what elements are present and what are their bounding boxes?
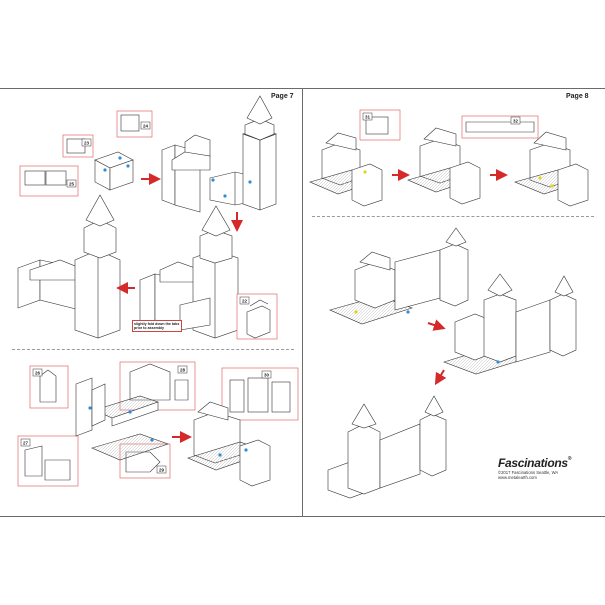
svg-text:32: 32 (513, 119, 519, 124)
castle-step-d3 (514, 131, 589, 207)
wing-building-c-done (187, 401, 271, 487)
svg-text:24: 24 (143, 124, 149, 129)
svg-text:26: 26 (35, 371, 41, 376)
small-box-assembly (94, 151, 134, 191)
svg-text:29: 29 (159, 468, 165, 473)
bottom-border (0, 516, 605, 517)
part-32-sketch (461, 115, 539, 139)
svg-text:22: 22 (242, 299, 248, 304)
castle-in-progress (139, 205, 239, 339)
wing-building-a (161, 134, 211, 213)
svg-text:25: 25 (69, 182, 75, 187)
step-divider-left (12, 349, 294, 350)
castle-finished-left (17, 194, 121, 339)
part-badge-22: 22 (239, 296, 250, 305)
tab-markers (88, 156, 554, 457)
step-divider-right (312, 216, 594, 217)
svg-text:31: 31 (365, 115, 371, 120)
castle-finished-right (327, 395, 447, 499)
svg-text:30: 30 (264, 373, 270, 378)
part-22-inset (236, 293, 278, 340)
wing-building-c-in-progress (75, 377, 159, 437)
part-30-sketch (221, 367, 299, 421)
part-badge-28: 28 (177, 365, 188, 374)
castle-assembly-e1 (329, 227, 469, 325)
part-badge-30: 30 (261, 370, 272, 379)
page-spine (302, 88, 303, 516)
base-floor-c (91, 433, 169, 461)
part-badge-32: 32 (510, 116, 521, 125)
part-badge-27: 27 (20, 438, 31, 447)
brand-block: Fascinations® ©2017 Fascinations Seattle… (498, 456, 571, 480)
part-badge-31: 31 (362, 112, 373, 121)
tower-a (242, 95, 277, 211)
step-arrow-e2 (434, 369, 447, 386)
page-7-label: Page 7 (271, 93, 294, 100)
svg-text:27: 27 (23, 441, 29, 446)
castle-step-d2 (407, 127, 481, 205)
step-arrow-e1 (427, 319, 446, 331)
part-badge-26: 26 (32, 368, 43, 377)
part-badge-25: 25 (66, 179, 77, 188)
page-8-label: Page 8 (566, 93, 589, 100)
part-24-sketch (116, 110, 153, 138)
copyright-text: ©2017 Fascinations Seattle, WA (498, 470, 559, 475)
svg-text:28: 28 (180, 368, 186, 373)
part-badge-29: 29 (156, 465, 167, 474)
website-link[interactable]: www.metalearth.com (498, 475, 537, 480)
castle-assembly-e2 (443, 273, 577, 375)
part-badge-23: 23 (81, 138, 92, 147)
assembly-tip-callout: slightly fold down the tabs prior to ass… (132, 320, 182, 333)
svg-text:23: 23 (84, 141, 90, 146)
part-badge-24: 24 (140, 121, 151, 130)
brand-logo: Fascinations® (498, 456, 572, 470)
castle-step-d1 (309, 132, 383, 207)
